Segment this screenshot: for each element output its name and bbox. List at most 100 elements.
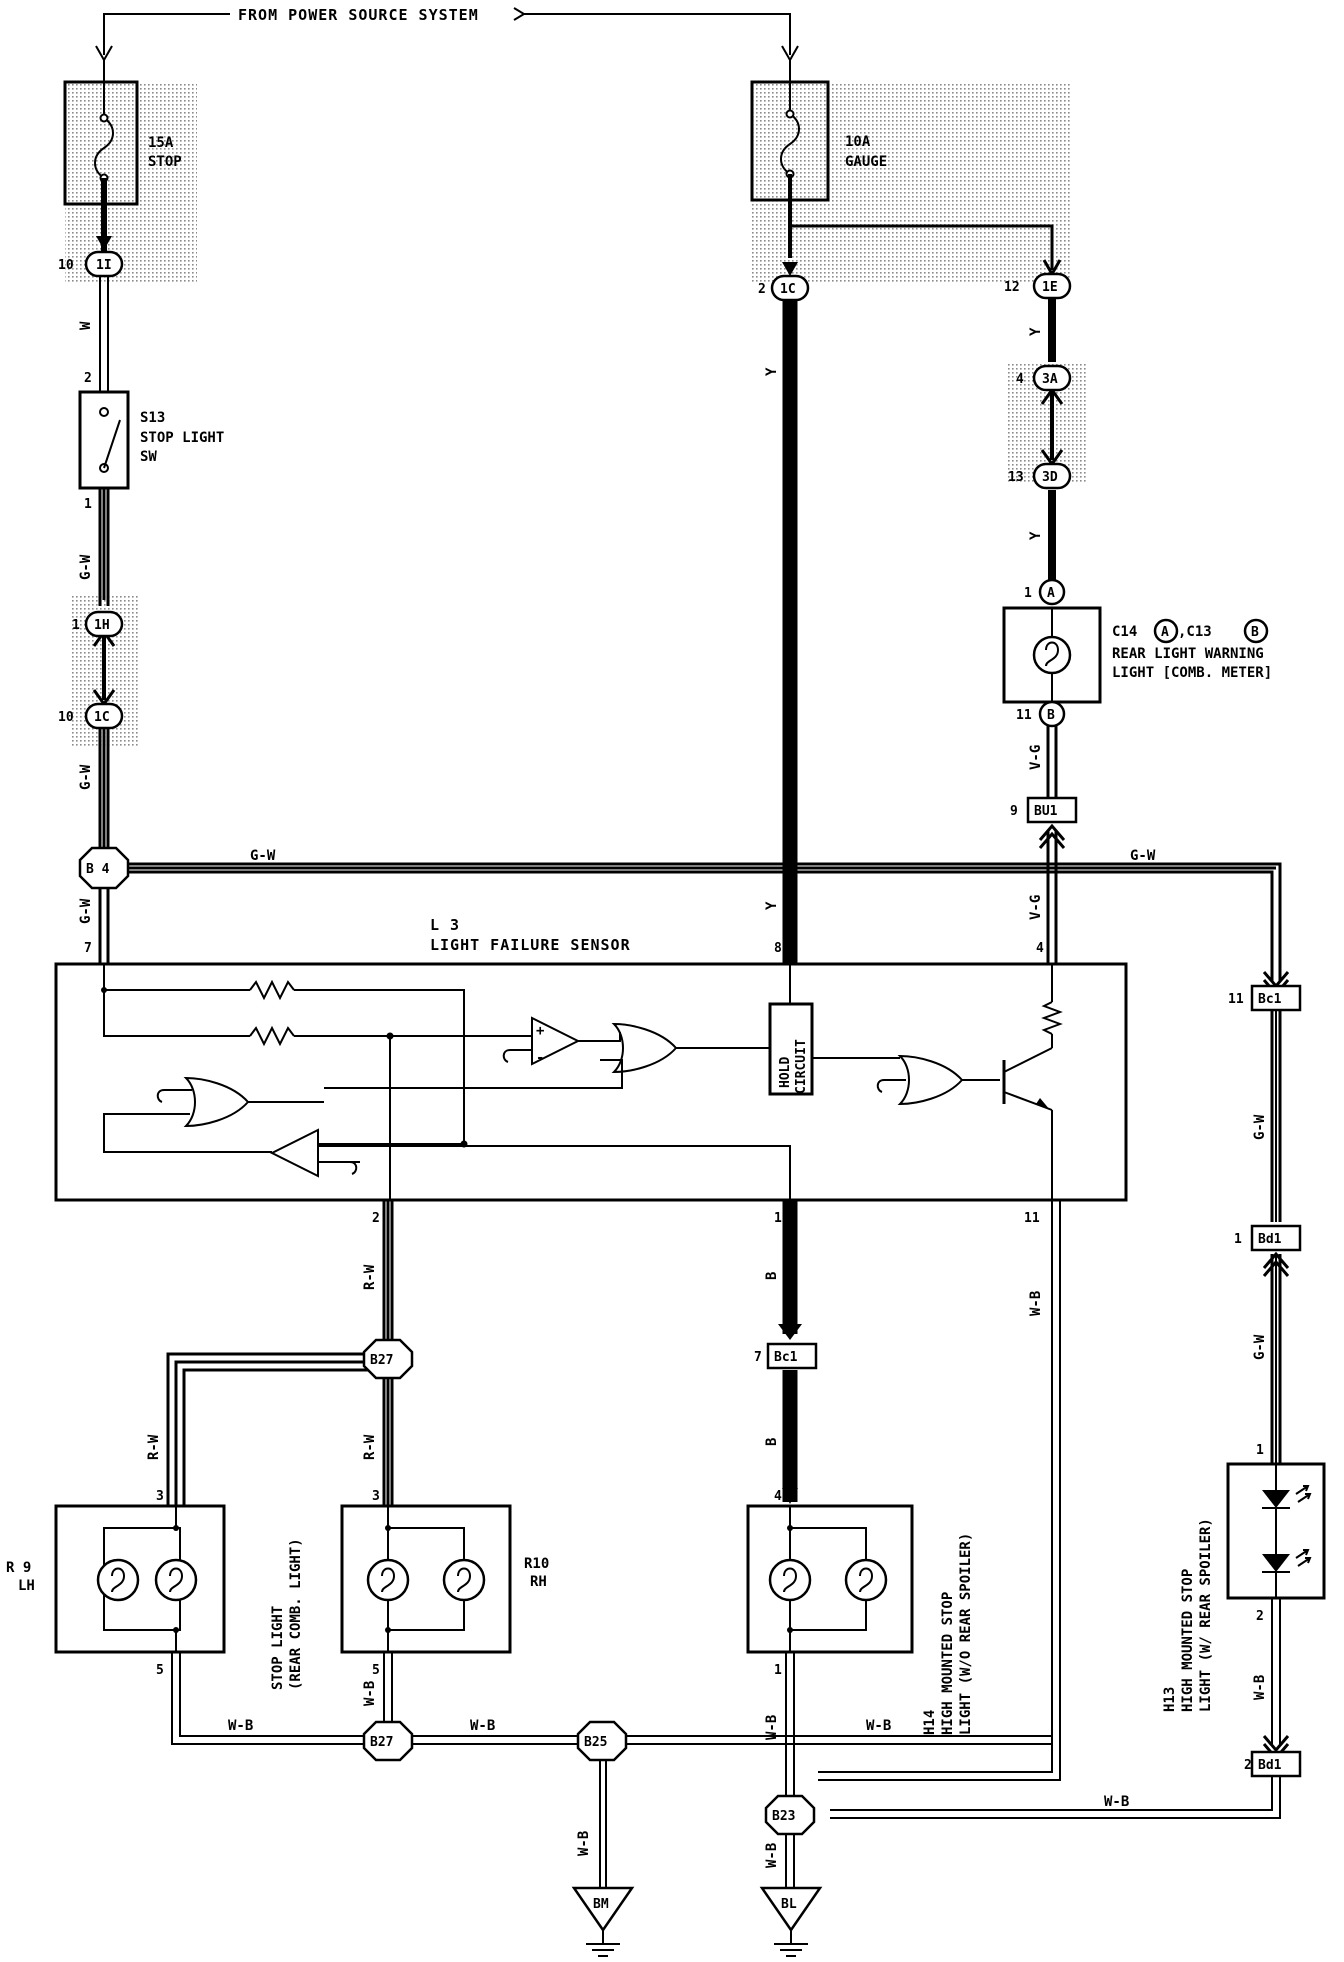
gw-bus bbox=[126, 862, 1290, 997]
connector-1i: 1I bbox=[84, 250, 124, 278]
svg-text:G-W: G-W bbox=[250, 848, 276, 864]
h13-id: H13 bbox=[1162, 1687, 1178, 1712]
shade-gauge-fuse bbox=[752, 82, 1072, 282]
svg-text:W-B: W-B bbox=[764, 1843, 780, 1868]
h13-line2: LIGHT (W/ REAR SPOILER) bbox=[1198, 1518, 1214, 1712]
bm-label: BM bbox=[593, 1897, 609, 1912]
svg-text:1C: 1C bbox=[780, 282, 796, 297]
svg-text:B25: B25 bbox=[584, 1735, 607, 1750]
svg-text:B27: B27 bbox=[370, 1353, 393, 1368]
switch-line1: STOP LIGHT bbox=[140, 430, 224, 446]
svg-text:W-B: W-B bbox=[470, 1718, 495, 1734]
meter-sep: ,C13 bbox=[1178, 624, 1212, 640]
lamp-r10: R10 RH bbox=[340, 1504, 549, 1654]
connector-b: B bbox=[1038, 700, 1066, 728]
svg-text:Y: Y bbox=[764, 367, 780, 376]
svg-text:W-B: W-B bbox=[228, 1718, 253, 1734]
power-source-line: FROM POWER SOURCE SYSTEM bbox=[95, 6, 799, 63]
meter-id-b: B bbox=[1251, 625, 1259, 640]
connector-3a: 3A bbox=[1032, 364, 1072, 392]
svg-text:2: 2 bbox=[1256, 1609, 1264, 1624]
h14-line1: HIGH MOUNTED STOP bbox=[940, 1592, 956, 1735]
svg-text:W: W bbox=[78, 321, 94, 330]
ground-bm: BM bbox=[571, 1886, 635, 1957]
svg-text:+: + bbox=[536, 1023, 544, 1039]
connector-bd1-top: Bd1 bbox=[1250, 1224, 1302, 1252]
svg-text:W-B: W-B bbox=[866, 1718, 891, 1734]
lamp-r9: R 9 LH bbox=[6, 1504, 226, 1654]
ground-bl: BL bbox=[759, 1886, 823, 1957]
r10-side: RH bbox=[530, 1574, 547, 1590]
svg-text:W-B: W-B bbox=[362, 1681, 378, 1706]
svg-text:2: 2 bbox=[372, 1211, 380, 1226]
h14-line2: LIGHT (W/O REAR SPOILER) bbox=[958, 1533, 974, 1735]
svg-text:1: 1 bbox=[1256, 1443, 1264, 1458]
svg-text:V-G: V-G bbox=[1028, 895, 1044, 920]
svg-text:Y: Y bbox=[1028, 327, 1044, 336]
connector-bd1-bottom: Bd1 bbox=[1250, 1750, 1302, 1778]
meter-line1: REAR LIGHT WARNING bbox=[1112, 646, 1264, 662]
h13-line1: HIGH MOUNTED STOP bbox=[1180, 1569, 1196, 1712]
svg-text:13: 13 bbox=[1008, 470, 1024, 485]
sensor-id: L 3 bbox=[430, 916, 460, 934]
svg-text:5: 5 bbox=[372, 1663, 380, 1678]
h14-label: H14 HIGH MOUNTED STOP LIGHT (W/O REAR SP… bbox=[922, 1533, 974, 1735]
svg-text:9: 9 bbox=[1010, 804, 1018, 819]
connector-1e: 1E bbox=[1032, 272, 1072, 300]
junction-b27-bottom: B27 bbox=[362, 1720, 414, 1762]
svg-text:5: 5 bbox=[156, 1663, 164, 1678]
svg-text:W-B: W-B bbox=[1252, 1675, 1268, 1700]
svg-text:1: 1 bbox=[1234, 1232, 1242, 1247]
h14-id: H14 bbox=[922, 1710, 938, 1735]
svg-text:Bd1: Bd1 bbox=[1258, 1758, 1282, 1773]
svg-text:G-W: G-W bbox=[78, 764, 94, 790]
hold-label-1: HOLD bbox=[778, 1057, 793, 1088]
wire-labels: W G-W G-W G-W G-W G-W G-W G-W Y Y Y Y V-… bbox=[78, 321, 1268, 1868]
svg-text:G-W: G-W bbox=[1130, 848, 1156, 864]
svg-text:11: 11 bbox=[1016, 708, 1032, 723]
svg-text:11: 11 bbox=[1228, 992, 1244, 1007]
svg-text:3: 3 bbox=[156, 1489, 164, 1504]
svg-text:B: B bbox=[764, 1438, 780, 1446]
stop-light-switch: S13 STOP LIGHT SW bbox=[78, 390, 224, 490]
meter-line2: LIGHT [COMB. METER] bbox=[1112, 665, 1272, 681]
svg-text:10: 10 bbox=[58, 258, 74, 273]
fuse-10a-gauge: 10A GAUGE bbox=[750, 60, 887, 202]
svg-text:2: 2 bbox=[1244, 1758, 1252, 1773]
stop-light-label: STOP LIGHT (REAR COMB. LIGHT) bbox=[270, 1538, 304, 1690]
hold-label-2: CIRCUIT bbox=[794, 1039, 809, 1094]
svg-text:G-W: G-W bbox=[78, 554, 94, 580]
svg-text:W-B: W-B bbox=[576, 1831, 592, 1856]
switch-line2: SW bbox=[140, 449, 157, 465]
rear-light-warning-meter: C14 A ,C13 B REAR LIGHT WARNING LIGHT [C… bbox=[1002, 606, 1272, 704]
svg-text:B: B bbox=[764, 1272, 780, 1280]
connector-a: A bbox=[1038, 578, 1066, 606]
svg-text:3: 3 bbox=[372, 1489, 380, 1504]
fuse-gauge-amp: 10A bbox=[845, 134, 871, 150]
svg-text:2: 2 bbox=[758, 282, 766, 297]
svg-text:3D: 3D bbox=[1042, 470, 1058, 485]
svg-text:Bc1: Bc1 bbox=[774, 1350, 798, 1365]
junction-b25: B25 bbox=[576, 1720, 628, 1762]
svg-text:2: 2 bbox=[84, 371, 92, 386]
svg-text:4: 4 bbox=[774, 1489, 782, 1504]
r10-id: R10 bbox=[524, 1556, 549, 1572]
svg-text:Y: Y bbox=[764, 901, 780, 910]
svg-text:3A: 3A bbox=[1042, 372, 1058, 387]
fuse-gauge-name: GAUGE bbox=[845, 154, 887, 170]
meter-id: C14 bbox=[1112, 624, 1137, 640]
stop-light-line1: STOP LIGHT bbox=[270, 1606, 286, 1690]
fuse-stop-amp: 15A bbox=[148, 135, 174, 151]
svg-text:-: - bbox=[536, 1050, 544, 1066]
connector-1c-mid: 1C bbox=[770, 274, 810, 302]
connector-bu1: BU1 bbox=[1026, 796, 1078, 824]
svg-text:10: 10 bbox=[58, 710, 74, 725]
svg-text:B27: B27 bbox=[370, 1735, 393, 1750]
svg-text:7: 7 bbox=[84, 941, 92, 956]
meter-id-a: A bbox=[1161, 625, 1169, 640]
svg-text:B 4: B 4 bbox=[86, 862, 110, 877]
svg-text:11: 11 bbox=[1024, 1211, 1040, 1226]
svg-text:1: 1 bbox=[84, 497, 92, 512]
lamp-h14 bbox=[746, 1504, 914, 1654]
